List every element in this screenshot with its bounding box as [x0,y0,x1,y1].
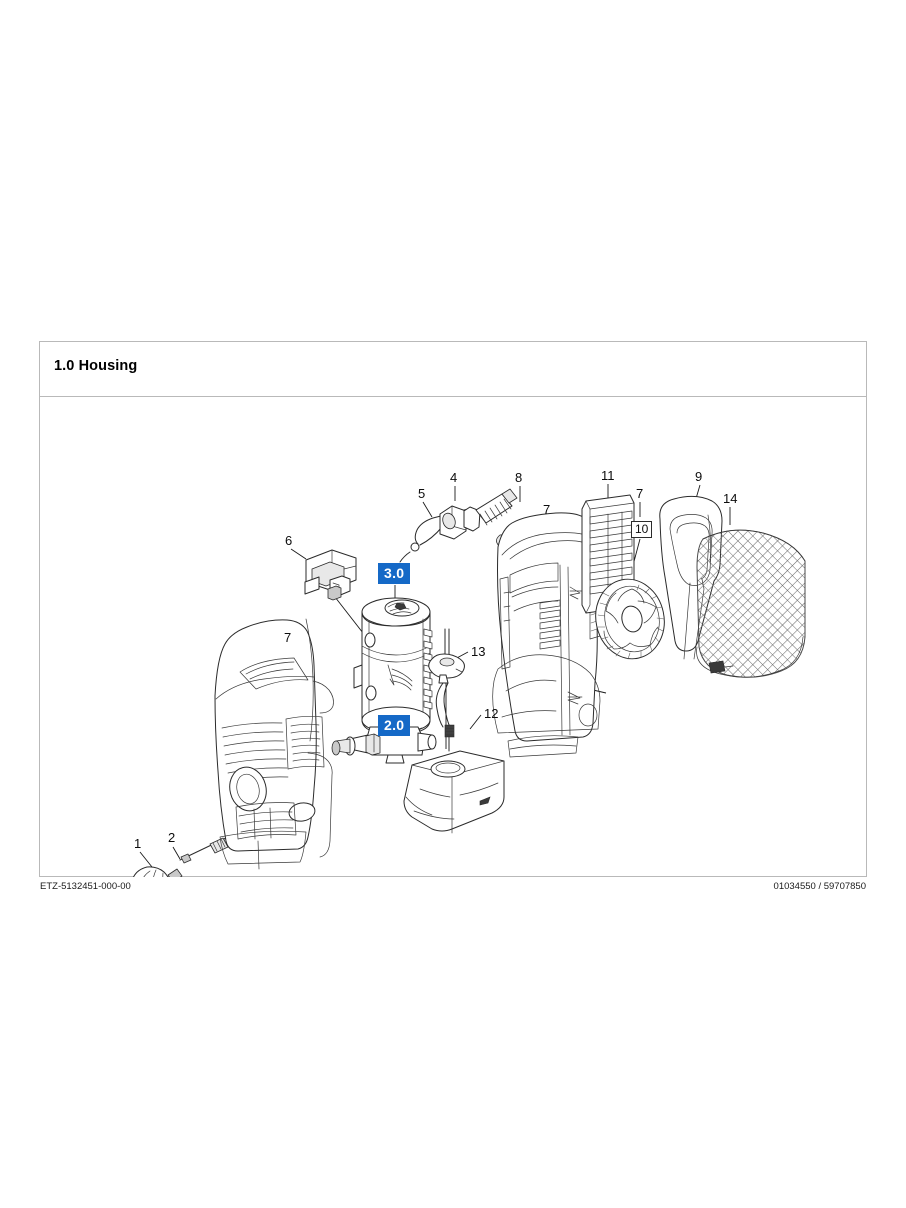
vent-slots-right [290,723,321,762]
page-title: 1.0 Housing [54,358,138,374]
part-rear-housing-frame [492,512,601,758]
diagram-frame: 1.0 Housing .ln { fill:none; stroke:#2b2… [39,341,867,877]
part-nozzle-tip [133,866,183,877]
assembly-badge-3-0[interactable]: 3.0 [378,563,411,584]
part-hose-fitting [428,628,465,752]
assembly-motor-pump [353,597,433,735]
callout-2: 2 [168,830,176,845]
callout-1: 1 [134,836,142,851]
callout-6: 6 [285,533,293,548]
callout-7-front-shell: 7 [284,630,292,645]
parts-illustration: .ln { fill:none; stroke:#2b2b2b; stroke-… [133,484,806,877]
callout-4: 4 [450,470,458,485]
sheet-footer: ETZ-5132451-000-00 01034550 / 59707850 [39,881,867,897]
document-reference: 01034550 / 59707850 [773,881,866,892]
part-detergent-tank [403,750,505,834]
fan-blades [603,588,659,650]
callout-10-boxed: 10 [631,521,653,538]
callout-7-fan: 7 [636,486,644,501]
callout-14: 14 [723,491,738,506]
callout-13: 13 [471,644,486,659]
part-fan-impeller [595,578,665,660]
assembly-badge-2-0[interactable]: 2.0 [378,715,411,736]
motor-side-ribs [423,628,433,710]
fan-rim-teeth [597,584,665,660]
exploded-view-drawing: .ln { fill:none; stroke:#2b2b2b; stroke-… [40,397,866,877]
callout-9: 9 [695,469,703,484]
part-threaded-bolt [439,488,518,540]
bolt-threads [479,498,512,526]
callout-11: 11 [601,468,615,483]
rear-frame-ribs [539,599,561,650]
callout-12: 12 [484,706,499,721]
callout-7-rear-frame: 7 [543,502,551,517]
part-switch-block [304,549,357,601]
part-mesh-screen [696,529,806,678]
callout-5: 5 [418,486,426,501]
drawing-number: ETZ-5132451-000-00 [40,881,131,892]
callout-8: 8 [515,470,523,485]
part-front-housing-shell [214,618,334,870]
diagram-header: 1.0 Housing [40,342,866,397]
